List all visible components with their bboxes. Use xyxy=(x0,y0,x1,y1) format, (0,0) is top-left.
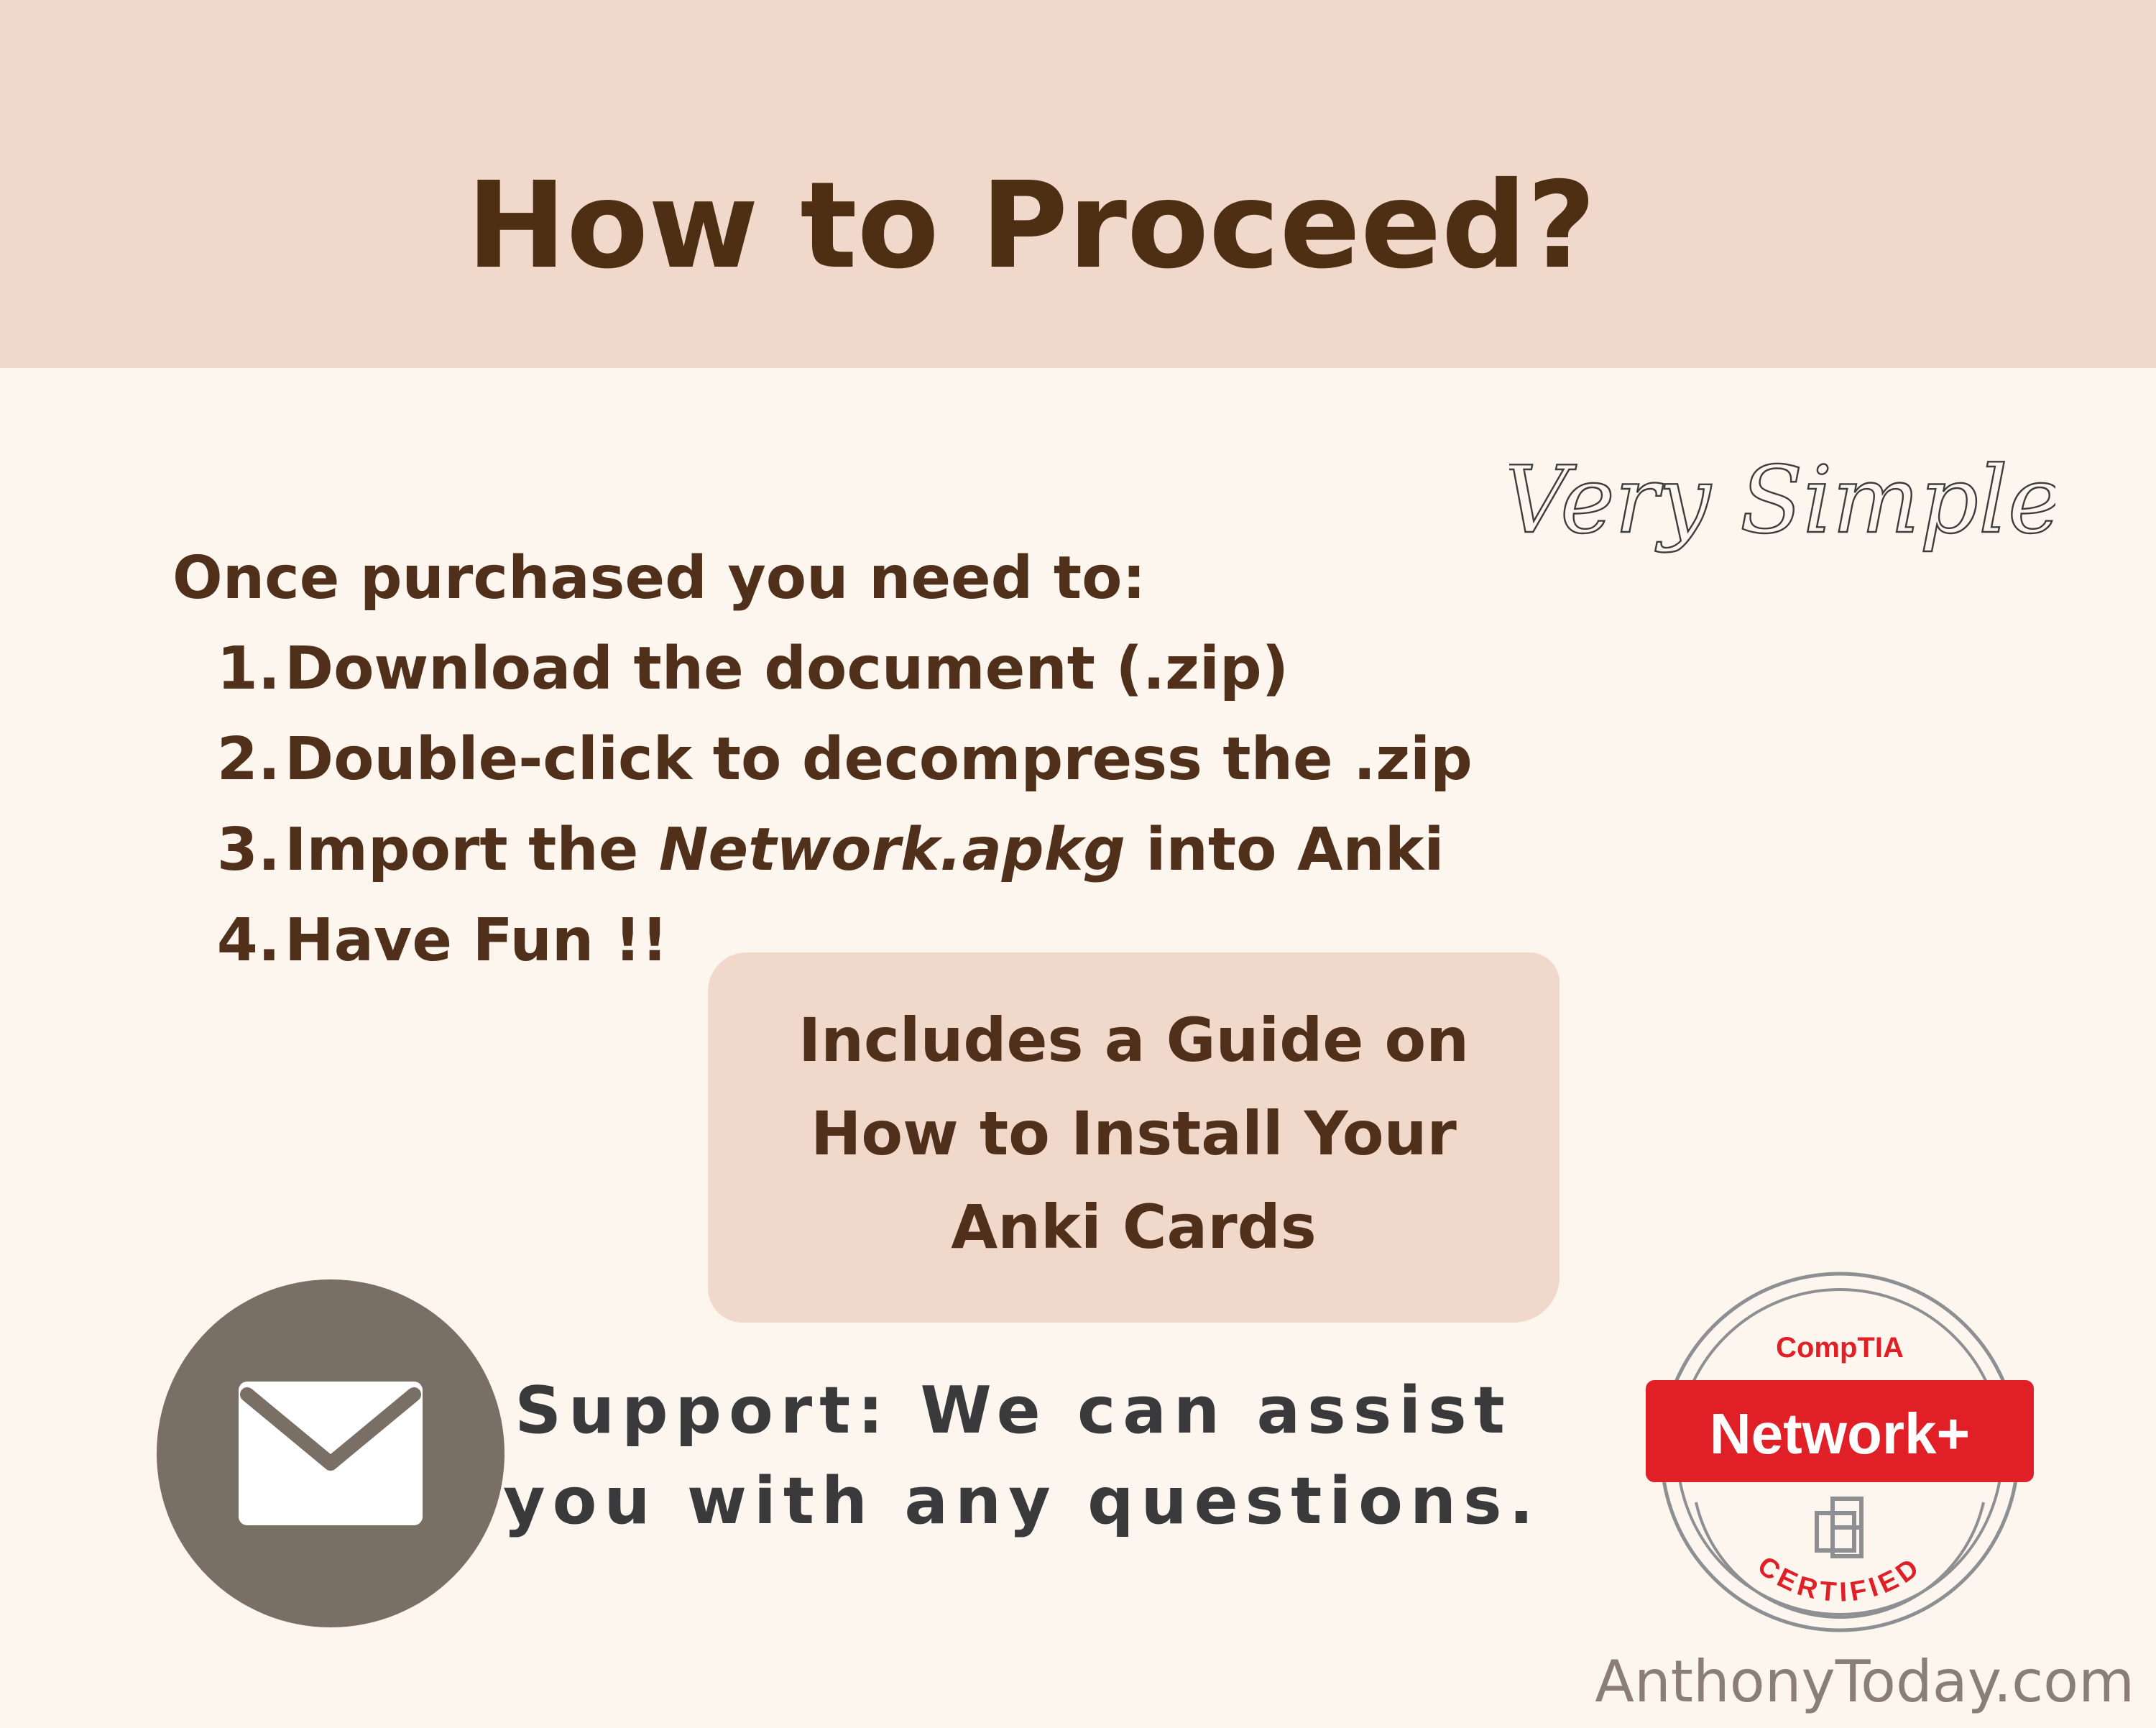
step-number: 4. xyxy=(216,906,280,975)
guide-line: Includes a Guide on xyxy=(798,1005,1470,1075)
network-plus-certified-badge: CompTIA Network+ CERTIFIED xyxy=(1646,1272,2034,1632)
step-number: 2. xyxy=(216,725,280,794)
site-footer: AnthonyToday.com xyxy=(1595,1648,2134,1715)
header-banner: How to Proceed? xyxy=(0,0,2156,368)
step-text: Download the document (.zip) xyxy=(285,635,1289,703)
step-text: Import the xyxy=(285,816,659,884)
network-logo-icon xyxy=(1815,1497,1864,1558)
svg-text:Very Simple: Very Simple xyxy=(1509,447,2055,554)
file-name: Network.apkg xyxy=(658,816,1125,884)
step-text: Double-click to decompress the .zip xyxy=(285,725,1473,794)
step-number: 1. xyxy=(216,635,280,703)
svg-text:CERTIFIED: CERTIFIED xyxy=(1752,1550,1928,1608)
very-simple-script: Very Simple xyxy=(1509,446,2055,555)
list-item: 3. Import the Network.apkg into Anki xyxy=(0,805,1545,896)
list-item: 4. Have Fun !! xyxy=(0,896,1545,986)
badge-brand: CompTIA xyxy=(1776,1332,1904,1364)
step-text: Have Fun !! xyxy=(285,906,668,975)
guide-line: How to Install Your xyxy=(811,1098,1457,1169)
badge-status: CERTIFIED xyxy=(1752,1550,1924,1608)
badge-name: Network+ xyxy=(1710,1402,1970,1466)
support-line: you with any questions. xyxy=(503,1463,1541,1539)
intro-text: Once purchased you need to: xyxy=(172,544,1146,612)
guide-callout: Includes a Guide on How to Install Your … xyxy=(708,952,1560,1323)
page-title: How to Proceed? xyxy=(466,157,1596,295)
guide-line: Anki Cards xyxy=(951,1192,1317,1262)
list-item: 2. Double-click to decompress the .zip xyxy=(0,714,1545,805)
support-text: Support: We can assist you with any ques… xyxy=(503,1366,1541,1547)
step-number: 3. xyxy=(216,816,280,884)
envelope-icon xyxy=(157,1279,505,1627)
list-item: 1. Download the document (.zip) xyxy=(0,624,1545,714)
support-line: Support: We can assist xyxy=(515,1373,1512,1448)
